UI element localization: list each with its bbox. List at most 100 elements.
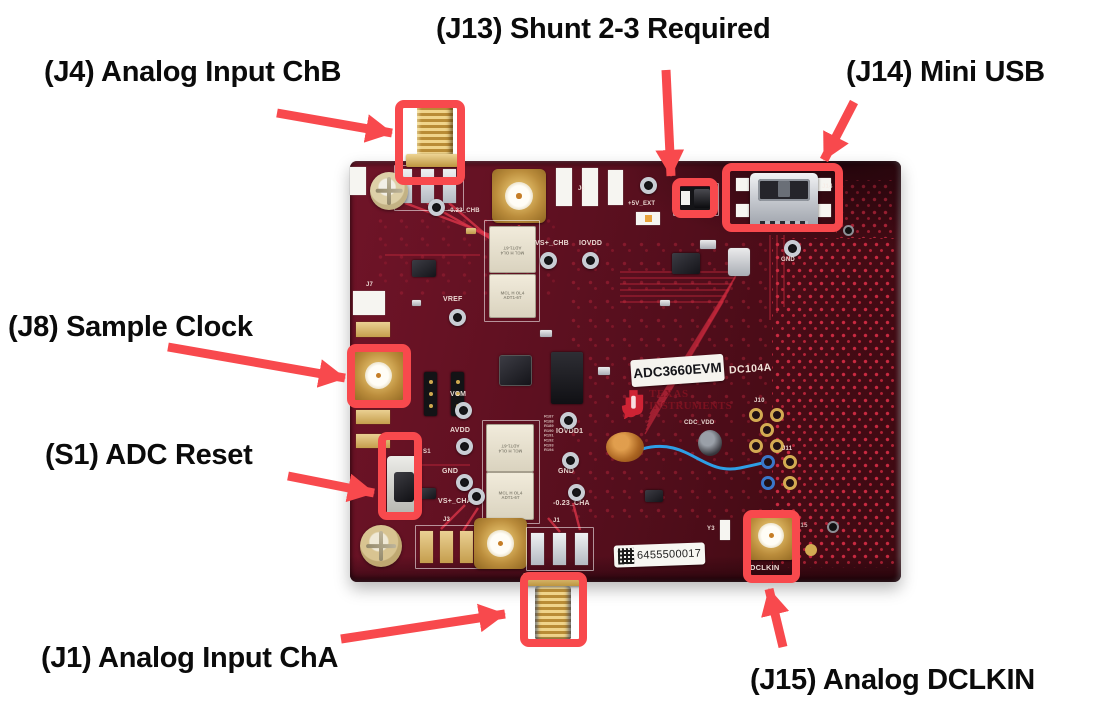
test-point <box>540 252 557 269</box>
jumper-j13-shunt <box>694 189 710 208</box>
j10-hole <box>760 423 774 437</box>
test-point-gnd-usb <box>784 240 801 257</box>
pin-header <box>424 372 437 416</box>
test-point <box>449 309 466 326</box>
silk-j11: J11 <box>782 446 793 452</box>
j3-pad <box>440 531 453 563</box>
annotation-label-j15: (J15) Analog DCLKIN <box>750 664 1035 696</box>
test-point <box>456 438 473 455</box>
capacitor <box>700 240 716 249</box>
silk-gnd-a: GND <box>442 468 459 475</box>
silk-j3: J3 <box>443 517 451 523</box>
j1-pad <box>575 533 588 565</box>
test-point-5v-ext <box>640 177 657 194</box>
silk-iovdd1: IOVDD1 <box>556 428 584 435</box>
j3-pad <box>420 531 433 563</box>
usb-connector-tongue <box>778 181 790 197</box>
highlight-box-j8 <box>347 344 411 408</box>
capacitor <box>598 367 610 375</box>
silk-y3: Y3 <box>707 526 715 532</box>
annotation-arrow-j4 <box>276 108 393 143</box>
capacitor <box>466 228 476 234</box>
crystal-y1 <box>728 248 750 276</box>
ic-long <box>551 352 583 404</box>
usb-pad <box>736 204 749 217</box>
annotation-arrow-j15 <box>761 587 790 649</box>
silk-5v-ext: +5V_EXT <box>628 201 656 207</box>
ic-u25 <box>421 488 436 499</box>
annotation-arrow-j13 <box>655 69 685 177</box>
jumper-j13-pin1-pad <box>681 191 690 205</box>
sma-connector-j5 <box>492 169 546 223</box>
annotation-label-j4: (J4) Analog Input ChB <box>44 56 342 88</box>
edge-pad <box>582 168 598 206</box>
sma-connector-j4 <box>417 104 453 156</box>
sma-connector-j8 <box>352 349 405 402</box>
silk-vref: VREF <box>443 296 463 303</box>
edge-pad-gold <box>356 322 390 337</box>
highlight-box-j1 <box>520 572 587 647</box>
annotation-label-s1: (S1) ADC Reset <box>45 439 253 471</box>
ti-logo-icon <box>621 390 644 419</box>
j3-pad <box>460 531 473 563</box>
annotation-label-j1: (J1) Analog Input ChA <box>41 642 339 674</box>
silk-gnd-b: GND <box>558 468 575 475</box>
test-point <box>568 484 585 501</box>
edge-pad <box>350 167 366 195</box>
mounting-screw-bottom-left <box>360 525 402 567</box>
silk-avdd: AVDD <box>450 427 471 434</box>
annotation-arrow-j14 <box>820 99 858 163</box>
highlight-box-j13 <box>672 178 718 218</box>
test-point <box>455 402 472 419</box>
ic-usb-controller <box>672 253 700 274</box>
silk-vs-cha: VS+_CHA <box>438 498 472 505</box>
test-point <box>428 199 445 216</box>
annotation-arrow-s1 <box>287 471 375 503</box>
ic-adc-qfn <box>500 356 531 385</box>
usb-pad <box>736 178 749 191</box>
silk-j7: J7 <box>366 282 374 288</box>
silk-resistor-column: R187 R188 R189 R190 R191 R192 R193 R194 <box>544 414 554 453</box>
silk-gnd-usb: GND <box>781 257 795 263</box>
silk-vcm: VCM <box>450 391 467 398</box>
sma-connector-j4-flange <box>406 154 458 167</box>
led <box>645 215 652 222</box>
silk-neg023-cha: -0.23_CHA <box>553 500 590 507</box>
silk-iovdd: IOVDD <box>579 240 603 247</box>
silk-j14: J14 <box>822 184 833 190</box>
sma-connector-j15-dclkin <box>746 511 796 560</box>
copper-coil <box>606 432 644 462</box>
silk-j6: J6 <box>578 186 586 192</box>
capacitor <box>412 300 421 306</box>
edge-pad-gold <box>356 410 390 424</box>
j11-hole <box>783 476 797 490</box>
sma-connector-j3 <box>474 518 527 569</box>
j11-hole <box>761 455 775 469</box>
annotation-label-j13: (J13) Shunt 2-3 Required <box>436 13 771 45</box>
capacitor-cdc-vdd <box>698 430 722 456</box>
test-point <box>456 474 473 491</box>
j1-pad <box>553 533 566 565</box>
j10-hole <box>749 408 763 422</box>
highlight-box-j4 <box>395 100 465 185</box>
silk-s1: S1 <box>423 449 431 455</box>
edge-pad <box>608 170 623 205</box>
highlight-box-s1 <box>378 432 422 520</box>
test-point <box>468 488 485 505</box>
capacitor <box>660 300 670 306</box>
j1-footprint-outline <box>526 527 594 571</box>
j1-pad <box>531 533 544 565</box>
y3-pad <box>720 520 730 540</box>
annotation-label-j8: (J8) Sample Clock <box>8 311 253 343</box>
annotation-arrow-j1 <box>340 603 506 644</box>
usb-pad <box>818 204 831 217</box>
j10-hole <box>770 439 784 453</box>
transformer-outline <box>484 220 540 322</box>
highlight-box-j15 <box>743 510 800 583</box>
